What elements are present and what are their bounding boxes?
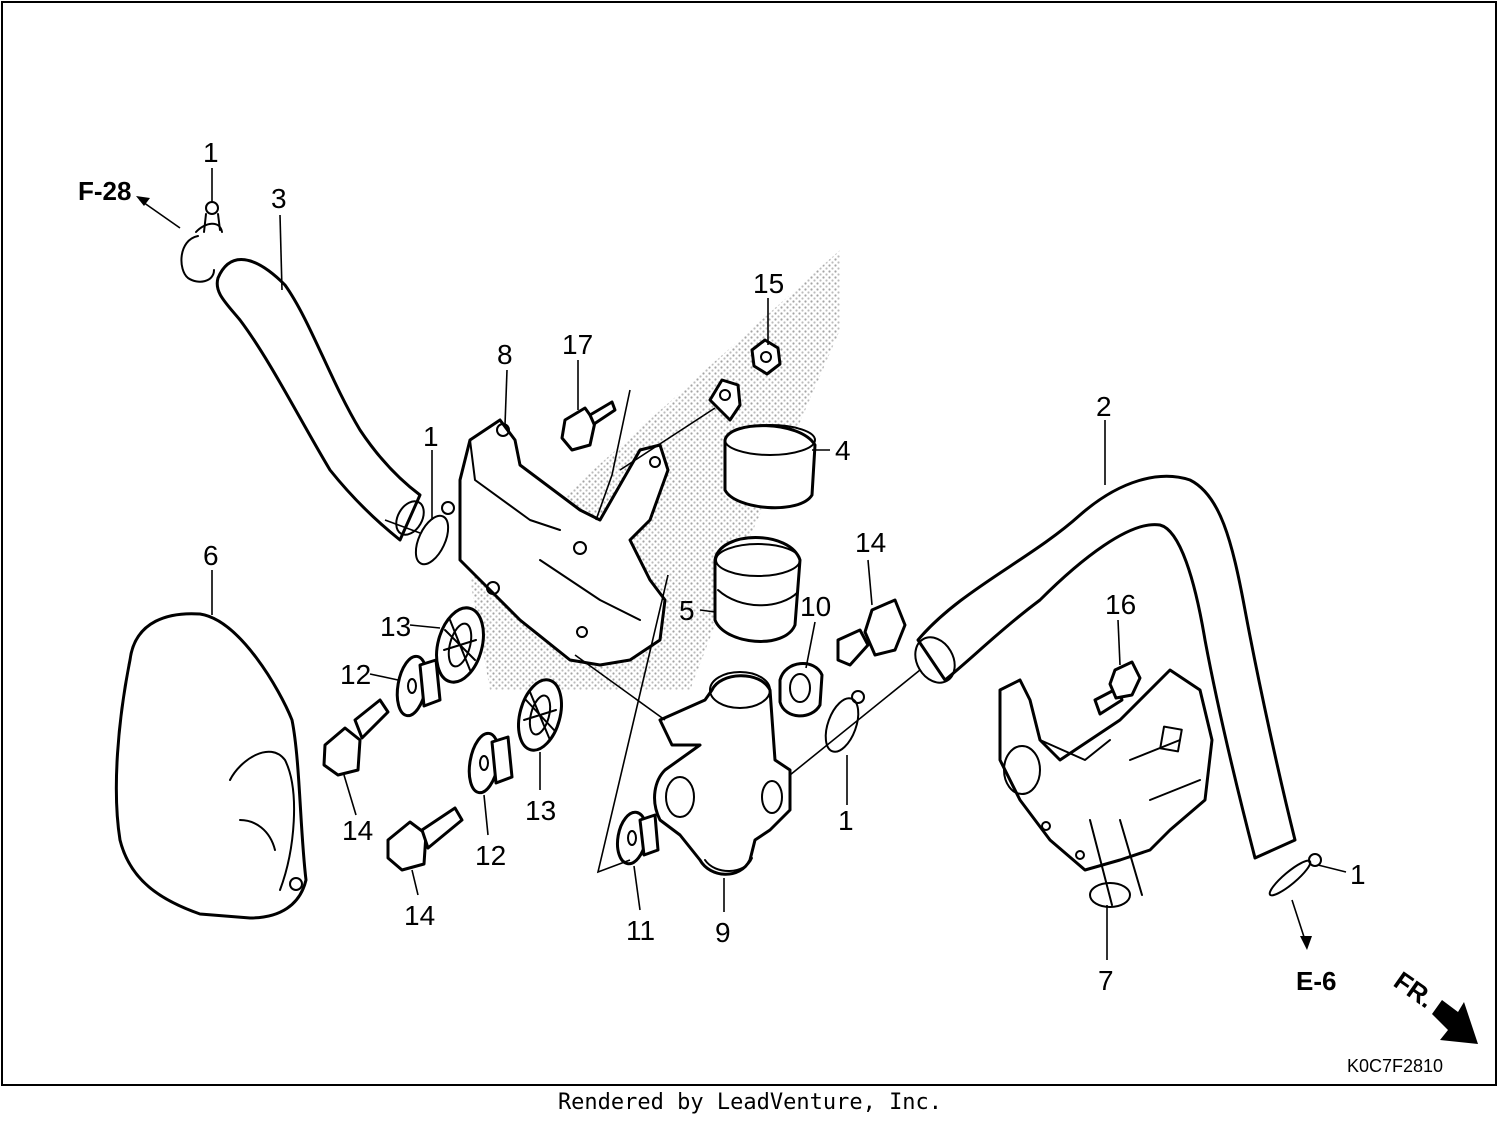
reference-f28: F-28 xyxy=(78,176,131,206)
part-15-nut xyxy=(750,338,782,376)
part-12-washer-b xyxy=(467,731,514,795)
part-1-clamp-b xyxy=(414,501,455,566)
part-1-clamp-c xyxy=(824,690,865,753)
part-3-hose xyxy=(215,258,425,542)
reference-e6: E-6 xyxy=(1296,966,1336,996)
callout-3: 3 xyxy=(271,183,287,214)
callout-1-c: 1 xyxy=(838,805,854,836)
part-9-valve xyxy=(653,671,792,876)
leader-lines xyxy=(211,168,1347,960)
diagram-code: K0C7F2810 xyxy=(1347,1056,1443,1076)
callout-13-b: 13 xyxy=(525,795,556,826)
callout-1-d: 1 xyxy=(1350,859,1366,890)
part-1-clamp-d xyxy=(1268,853,1322,897)
callout-16: 16 xyxy=(1105,589,1136,620)
reference-arrows xyxy=(136,196,1478,1044)
part-14-bolt-a xyxy=(322,698,390,777)
callout-2: 2 xyxy=(1096,391,1112,422)
part-4-band xyxy=(708,378,817,510)
callout-4: 4 xyxy=(835,435,851,466)
callout-8: 8 xyxy=(497,339,513,370)
callout-12-b: 12 xyxy=(475,840,506,871)
part-2-hose xyxy=(914,474,1297,860)
part-7-sensor xyxy=(998,668,1214,908)
callout-9: 9 xyxy=(715,917,731,948)
front-arrow-icon xyxy=(1432,1000,1478,1044)
part-16-bolt xyxy=(1093,660,1142,716)
part-17-bolt xyxy=(560,400,617,452)
part-12-washer-a xyxy=(395,654,442,718)
arrow-e6-icon xyxy=(1300,936,1312,950)
part-5-ring xyxy=(713,536,802,643)
callout-17: 17 xyxy=(562,329,593,360)
callout-1-b: 1 xyxy=(423,421,439,452)
callout-14-b: 14 xyxy=(404,900,435,931)
part-6-cover xyxy=(114,612,308,920)
part-11-washer xyxy=(615,810,660,866)
callout-11: 11 xyxy=(626,915,655,946)
callout-12-a: 12 xyxy=(340,659,371,690)
callout-15: 15 xyxy=(753,268,784,299)
callout-13-a: 13 xyxy=(380,611,411,642)
part-8-bracket xyxy=(458,418,670,667)
callout-7: 7 xyxy=(1098,965,1114,996)
callout-10: 10 xyxy=(800,591,831,622)
part-14-bolt-b xyxy=(386,806,464,872)
part-1-clamp-a xyxy=(180,201,223,283)
arrow-f28-icon xyxy=(136,196,150,206)
part-13-grommet-a xyxy=(435,606,485,684)
part-13-grommet-b xyxy=(517,678,563,752)
callout-6: 6 xyxy=(203,540,219,571)
callout-14-c: 14 xyxy=(855,527,886,558)
front-direction-label: FR. xyxy=(1389,965,1441,1014)
credit-line: Rendered by LeadVenture, Inc. xyxy=(557,1090,943,1115)
callout-labels: 1 3 8 17 15 1 4 2 6 14 5 10 13 12 16 14 … xyxy=(203,137,1366,996)
callout-5: 5 xyxy=(679,595,695,626)
part-10-grommet xyxy=(778,662,824,718)
part-14-bolt-c xyxy=(836,598,907,667)
callout-1-a: 1 xyxy=(203,137,219,168)
diagram-frame xyxy=(1,1,1497,1086)
callout-14-a: 14 xyxy=(342,815,373,846)
